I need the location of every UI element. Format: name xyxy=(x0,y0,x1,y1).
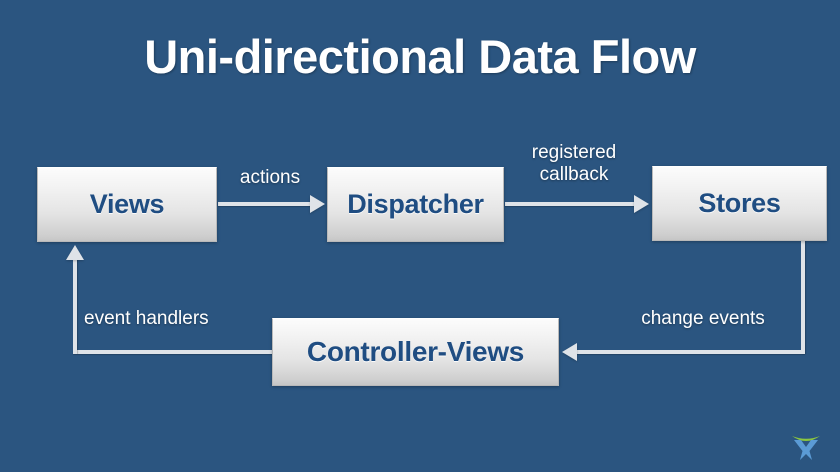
edge-label-change-events: change events xyxy=(641,308,765,329)
edge-change-events-vertical-line xyxy=(801,241,805,354)
node-views[interactable]: Views xyxy=(37,167,217,242)
edge-event-handlers-vertical-line xyxy=(73,258,77,354)
edge-actions-line xyxy=(218,202,312,206)
node-controller-views[interactable]: Controller-Views xyxy=(272,318,559,386)
brand-logo-icon xyxy=(792,436,820,460)
edge-label-actions: actions xyxy=(239,167,301,188)
edge-change-events-arrowhead-icon xyxy=(562,343,577,361)
edge-event-handlers-horizontal-line xyxy=(73,350,274,354)
node-dispatcher[interactable]: Dispatcher xyxy=(327,167,504,242)
edge-registered-callback-line xyxy=(505,202,637,206)
page-title: Uni-directional Data Flow xyxy=(144,30,696,83)
node-stores[interactable]: Stores xyxy=(652,166,827,241)
edge-label-event-handlers: event handlers xyxy=(84,308,209,329)
edge-change-events-horizontal-line xyxy=(577,350,805,354)
edge-event-handlers-arrowhead-icon xyxy=(66,245,84,260)
edge-label-registered-callback: registered callback xyxy=(531,142,617,185)
edge-actions-arrowhead-icon xyxy=(310,195,325,213)
edge-registered-callback-arrowhead-icon xyxy=(634,195,649,213)
